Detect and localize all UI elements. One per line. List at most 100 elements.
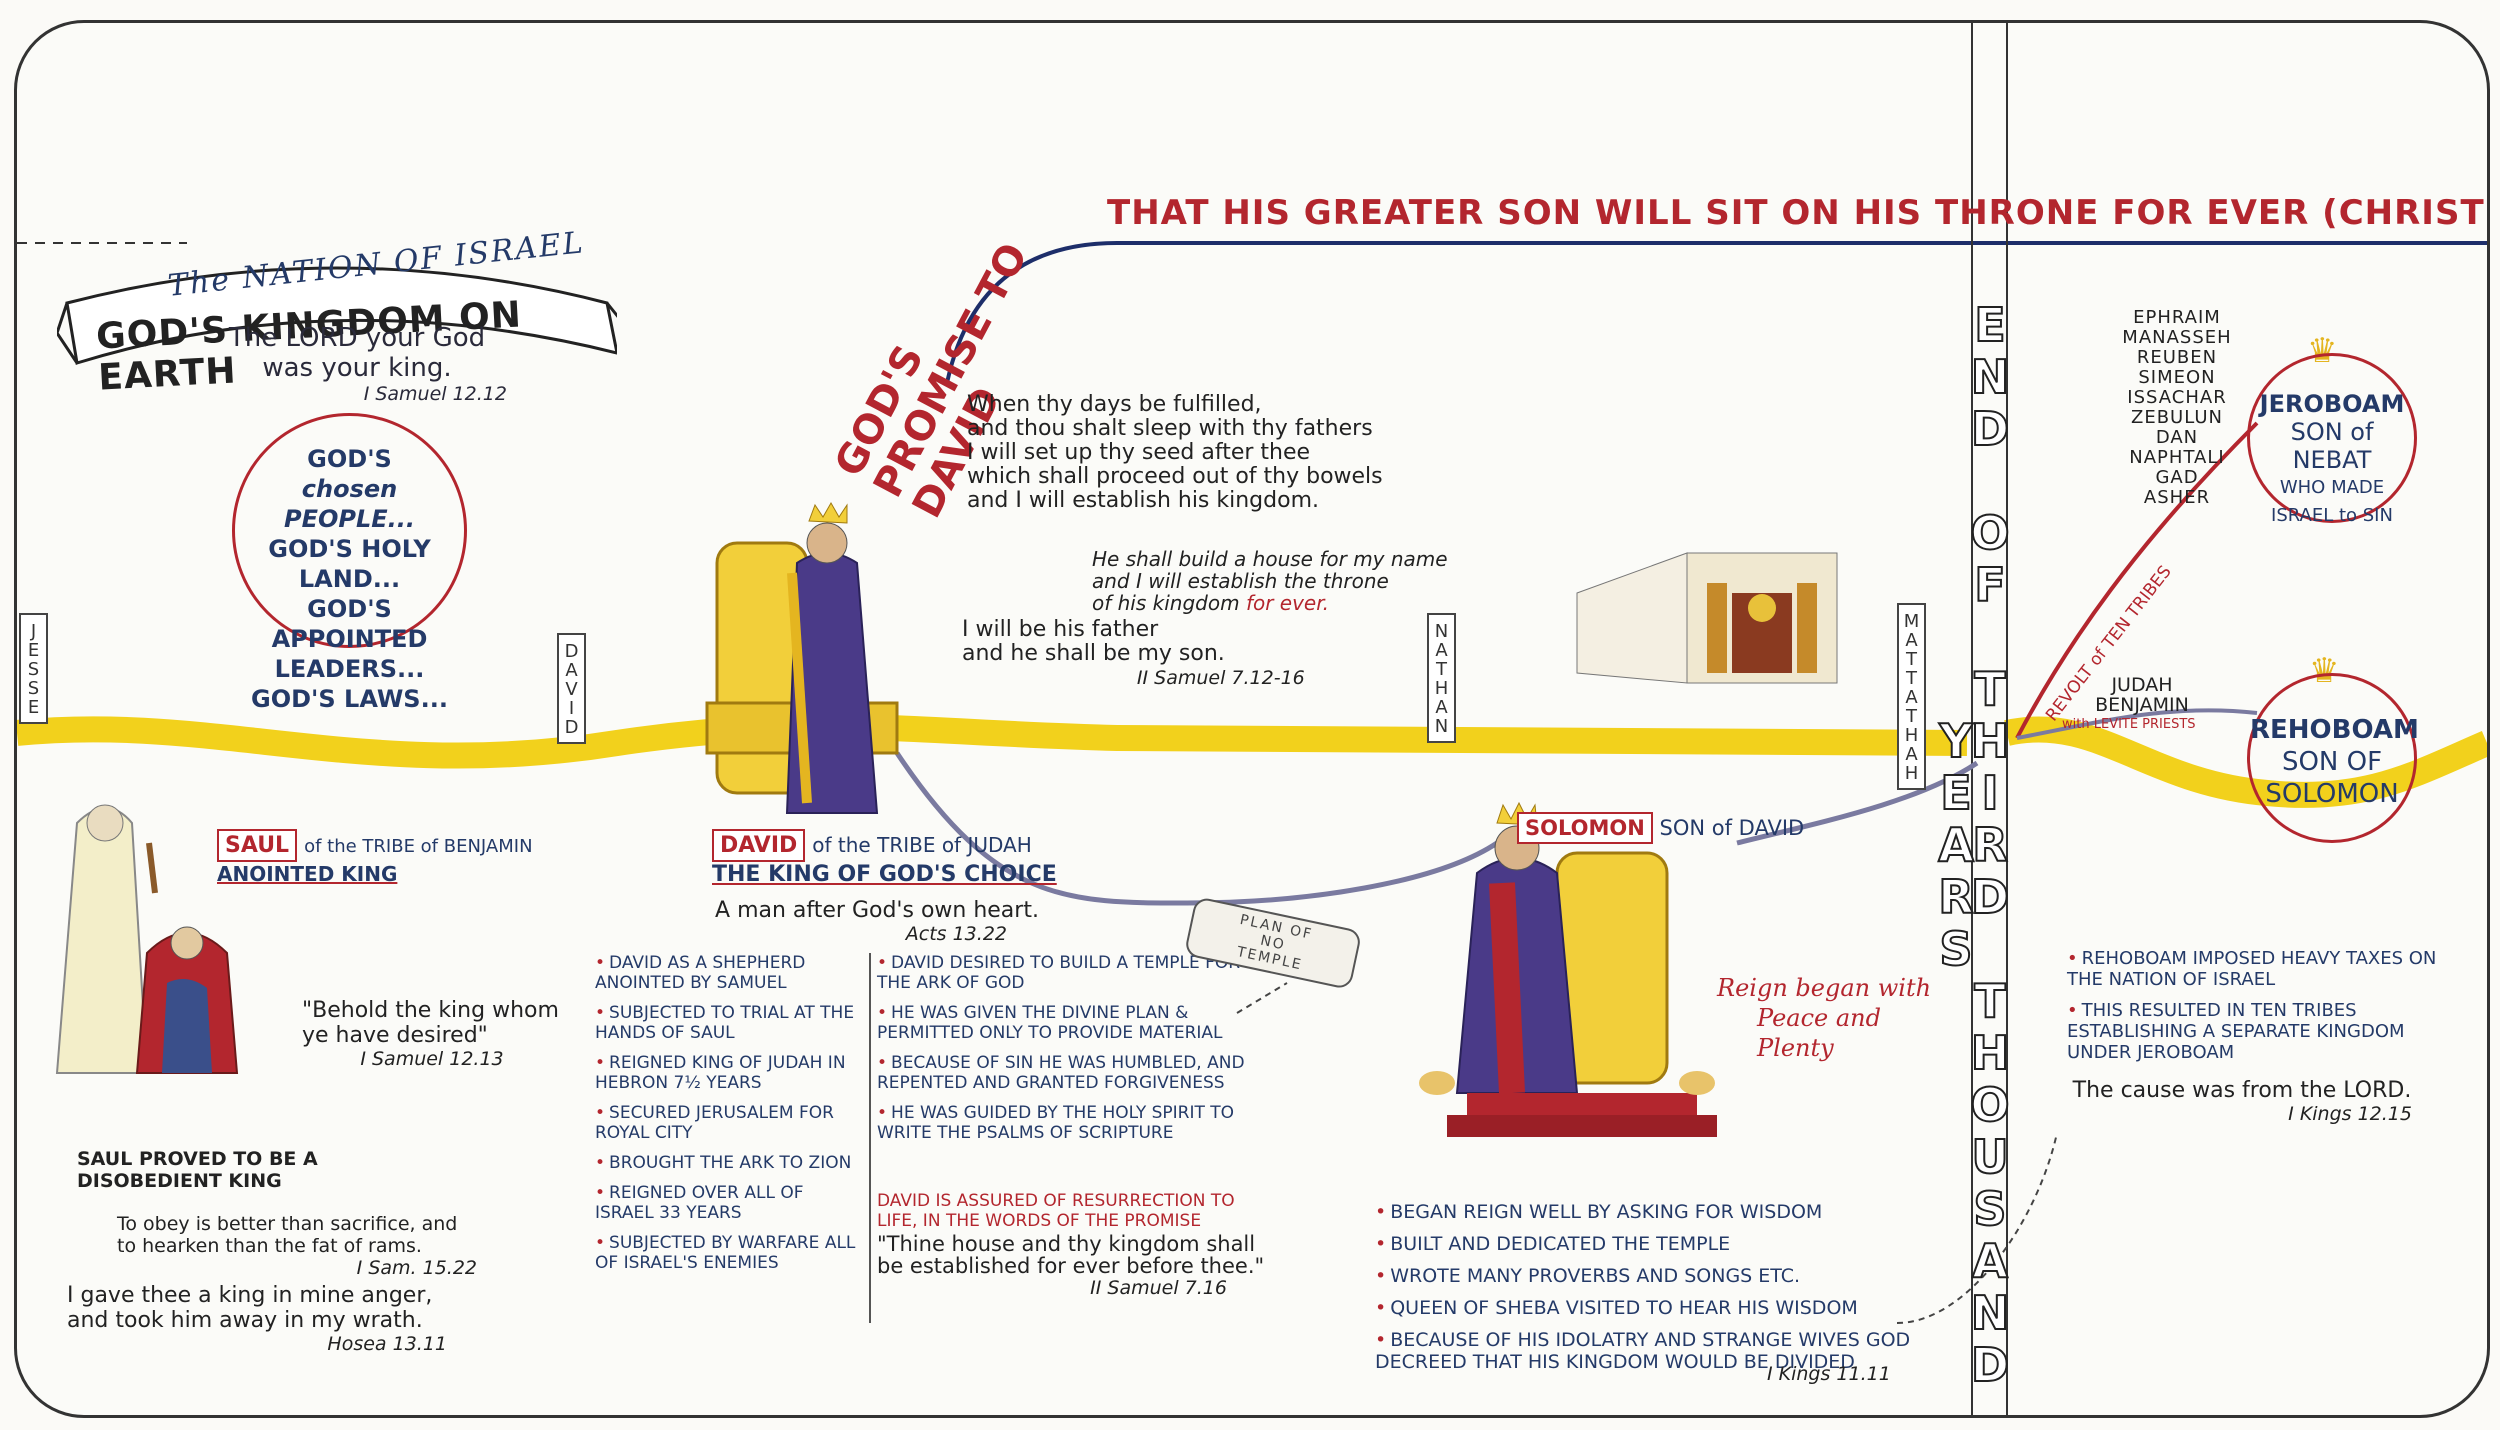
intro-quote: The LORD your God was your king. I Samue… [207, 323, 507, 405]
end-of-third-thousand-years: END OF THIRD THOUSAND YEARS [1928, 297, 2018, 1391]
saul-quote: "Behold the king whom ye have desired" I… [302, 998, 562, 1070]
saul-tribe: of the TRIBE of BENJAMIN [304, 836, 533, 857]
david-name: DAVID [712, 829, 806, 862]
rehoboam-cause-text: The cause was from the LORD. [2072, 1078, 2412, 1103]
verse2-line-1: He shall build a house for my name [1092, 547, 1448, 571]
solomon-ref: I Kings 11.11 [1767, 1363, 1891, 1385]
david-facts-right: DAVID DESIRED TO BUILD A TEMPLE FOR THE … [877, 953, 1267, 1153]
verse1-line-2: and thou shalt sleep with thy fathers [967, 416, 1373, 441]
timeline-name-david: DAVID [557, 633, 586, 744]
verse2-emphasis: for ever. [1245, 591, 1329, 615]
david-fact-left-5: BROUGHT THE ARK TO ZION [595, 1153, 860, 1173]
saul-anger-ref: Hosea 13.11 [327, 1333, 447, 1355]
david-assured: DAVID IS ASSURED OF RESURRECTION TO LIFE… [877, 1191, 1235, 1231]
saul-title: SAUL of the TRIBE of BENJAMIN ANOINTED K… [217, 829, 533, 886]
chart-board: The NATION OF ISRAEL GOD'S KINGDOM ON EA… [14, 20, 2490, 1418]
verse1-line-3: I will set up thy seed after thee [967, 440, 1311, 465]
tribe-8: NAPHTALI [2129, 447, 2225, 468]
solomon-fact-4: QUEEN OF SHEBA VISITED TO HEAR HIS WISDO… [1375, 1297, 1935, 1319]
david-house-quote-text: "Thine house and thy kingdom shall be es… [877, 1232, 1265, 1278]
rehoboam-cause: The cause was from the LORD. I Kings 12.… [2072, 1078, 2412, 1125]
verse1-line-4: which shall proceed out of thy bowels [967, 464, 1383, 489]
jeroboam-sin: ISRAEL to SIN [2271, 505, 2393, 526]
david-heart: A man after God's own heart. Acts 13.22 [697, 898, 1057, 945]
circle-line-3: GOD'S HOLY LAND... [268, 535, 431, 593]
david-fact-left-4: SECURED JERUSALEM FOR ROYAL CITY [595, 1103, 860, 1143]
david-fact-left-7: SUBJECTED BY WARFARE ALL OF ISRAEL'S ENE… [595, 1233, 860, 1273]
timeline-name-nathan: NATHAN [1427, 613, 1456, 743]
timeline-name-jesse: JESSE [19, 613, 48, 724]
david-fact-left-3: REIGNED KING OF JUDAH IN HEBRON 7½ YEARS [595, 1053, 860, 1093]
promise-line [945, 241, 2487, 384]
rehoboam-circle: REHOBOAM SON OF SOLOMON [2247, 673, 2419, 843]
rehoboam-fact-1: REHOBOAM IMPOSED HEAVY TAXES ON THE NATI… [2067, 948, 2447, 990]
scroll-arrow [1236, 982, 1288, 1014]
tribe-4: SIMEON [2138, 367, 2216, 388]
david-fact-left-2: SUBJECTED TO TRIAL AT THE HANDS OF SAUL [595, 1003, 860, 1043]
tribe-2: MANASSEH [2122, 327, 2232, 348]
tribe-10: ASHER [2143, 487, 2211, 508]
verse3-line-1: I will be his father [962, 617, 1159, 642]
saul-quote-text: "Behold the king whom ye have desired" [302, 998, 559, 1048]
solomon-throne-illustration [1419, 801, 1717, 1137]
verse1-line-1: When thy days be fulfilled, [967, 392, 1262, 417]
gold-timeline [17, 713, 1968, 769]
promise-banner: THAT HIS GREATER SON WILL SIT ON HIS THR… [1107, 193, 2490, 233]
david-role: THE KING OF GOD'S CHOICE [712, 862, 1057, 887]
david-fact-right-1: DAVID DESIRED TO BUILD A TEMPLE FOR THE … [877, 953, 1267, 993]
verse1-line-5: and I will establish his kingdom. [967, 488, 1319, 513]
jeroboam-who: WHO MADE [2279, 477, 2385, 498]
promise-verse-2: He shall build a house for my name and I… [1092, 548, 1448, 614]
saul-obey: To obey is better than sacrifice, and to… [117, 1213, 477, 1279]
david-heart-ref: Acts 13.22 [905, 923, 1007, 945]
chosen-people-circle: GOD'S chosen PEOPLE... GOD'S HOLY LAND..… [232, 413, 467, 713]
david-fact-left-6: REIGNED OVER ALL OF ISRAEL 33 YEARS [595, 1183, 860, 1223]
tribe-judah: JUDAH [2111, 674, 2173, 696]
tribe-benjamin: BENJAMIN [2095, 694, 2189, 716]
saul-anointing-illustration [55, 804, 239, 1074]
rehoboam-name: REHOBOAM [2250, 715, 2419, 745]
david-house-quote: "Thine house and thy kingdom shall be es… [877, 1233, 1267, 1299]
tribe-1: EPHRAIM [2133, 307, 2221, 328]
circle-line-1: GOD'S [307, 445, 392, 473]
title-banner: The NATION OF ISRAEL GOD'S KINGDOM ON EA… [57, 225, 617, 413]
circle-line-4: GOD'S APPOINTED LEADERS... [271, 595, 428, 683]
david-house-ref: II Samuel 7.16 [1090, 1277, 1227, 1299]
rehoboam-cause-ref: I Kings 12.15 [2288, 1103, 2412, 1125]
saul-role: ANOINTED KING [217, 862, 398, 886]
tribe-3: REUBEN [2136, 347, 2218, 368]
david-fact-right-3: BECAUSE OF SIN HE WAS HUMBLED, AND REPEN… [877, 1053, 1267, 1093]
david-heart-text: A man after God's own heart. [715, 898, 1039, 923]
solomon-fact-3: WROTE MANY PROVERBS AND SONGS ETC. [1375, 1265, 1935, 1287]
solomon-title: SOLOMON SON of DAVID [1517, 812, 1805, 844]
judah-benjamin: JUDAH BENJAMIN [2087, 675, 2197, 715]
jeroboam-circle: JEROBOAM SON of NEBAT WHO MADE ISRAEL to… [2247, 353, 2417, 526]
rehoboam-solomon: SOLOMON [2265, 779, 2399, 809]
saul-quote-ref: I Samuel 12.13 [360, 1048, 504, 1070]
promise-verse-1: When thy days be fulfilled, and thou sha… [967, 393, 1383, 513]
verse2-line-3: of his kingdom [1092, 591, 1240, 615]
ten-tribes-list: EPHRAIM MANASSEH REUBEN SIMEON ISSACHAR … [2102, 308, 2252, 508]
circle-line-5: GOD'S LAWS... [251, 685, 448, 713]
timeline-name-mattathah: MATTATHAH [1897, 603, 1926, 790]
levite-priests: with LEVITE PRIESTS [2062, 717, 2196, 732]
solomon-fact-2: BUILT AND DEDICATED THE TEMPLE [1375, 1233, 1935, 1255]
solomon-fact-1: BEGAN REIGN WELL BY ASKING FOR WISDOM [1375, 1201, 1935, 1223]
tribe-6: ZEBULUN [2131, 407, 2223, 428]
solomon-reign-line-2: Peace and [1757, 1004, 1881, 1032]
david-fact-right-2: HE WAS GIVEN THE DIVINE PLAN & PERMITTED… [877, 1003, 1267, 1043]
jeroboam-son: SON of NEBAT [2290, 418, 2374, 474]
jeroboam-name: JEROBOAM [2259, 390, 2405, 418]
tribe-7: DAN [2155, 427, 2199, 448]
david-title: DAVID of the TRIBE of JUDAH THE KING OF … [712, 829, 1057, 887]
saul-name: SAUL [217, 829, 298, 862]
saul-obey-ref: I Sam. 15.22 [356, 1257, 477, 1279]
david-fact-right-4: HE WAS GUIDED BY THE HOLY SPIRIT TO WRIT… [877, 1103, 1267, 1143]
circle-line-2: chosen PEOPLE... [283, 475, 415, 533]
saul-obey-text: To obey is better than sacrifice, and to… [117, 1213, 458, 1257]
verse2-line-2: and I will establish the throne [1092, 569, 1389, 593]
solomon-son: SON of DAVID [1659, 816, 1805, 840]
verse3-line-2: and he shall be my son. [962, 641, 1225, 666]
rehoboam-line [2016, 708, 2258, 740]
solomon-reign-line-3: Plenty [1757, 1034, 1834, 1062]
